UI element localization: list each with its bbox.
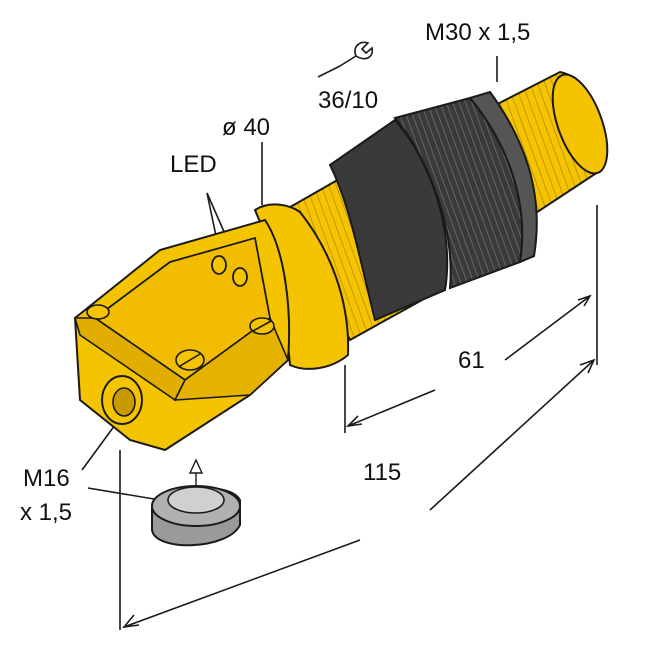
led-2 — [232, 267, 248, 287]
dimension-115-label: 115 — [363, 459, 401, 486]
wrench-icon — [339, 41, 374, 67]
wrench-size-label: 36/10 — [318, 87, 378, 114]
thread-main-label: M30 x 1,5 — [425, 19, 530, 46]
cable-thread-label-line2: x 1,5 — [20, 499, 72, 526]
sealing-plug — [150, 458, 241, 547]
insert-arrow-icon — [188, 458, 204, 474]
led-1 — [211, 255, 227, 275]
cable-thread-label-line1: M16 — [23, 465, 70, 492]
diameter-label: ø 40 — [222, 114, 270, 141]
sensor-body — [73, 70, 609, 452]
dimension-61-label: 61 — [458, 347, 485, 374]
led-label: LED — [170, 151, 217, 178]
